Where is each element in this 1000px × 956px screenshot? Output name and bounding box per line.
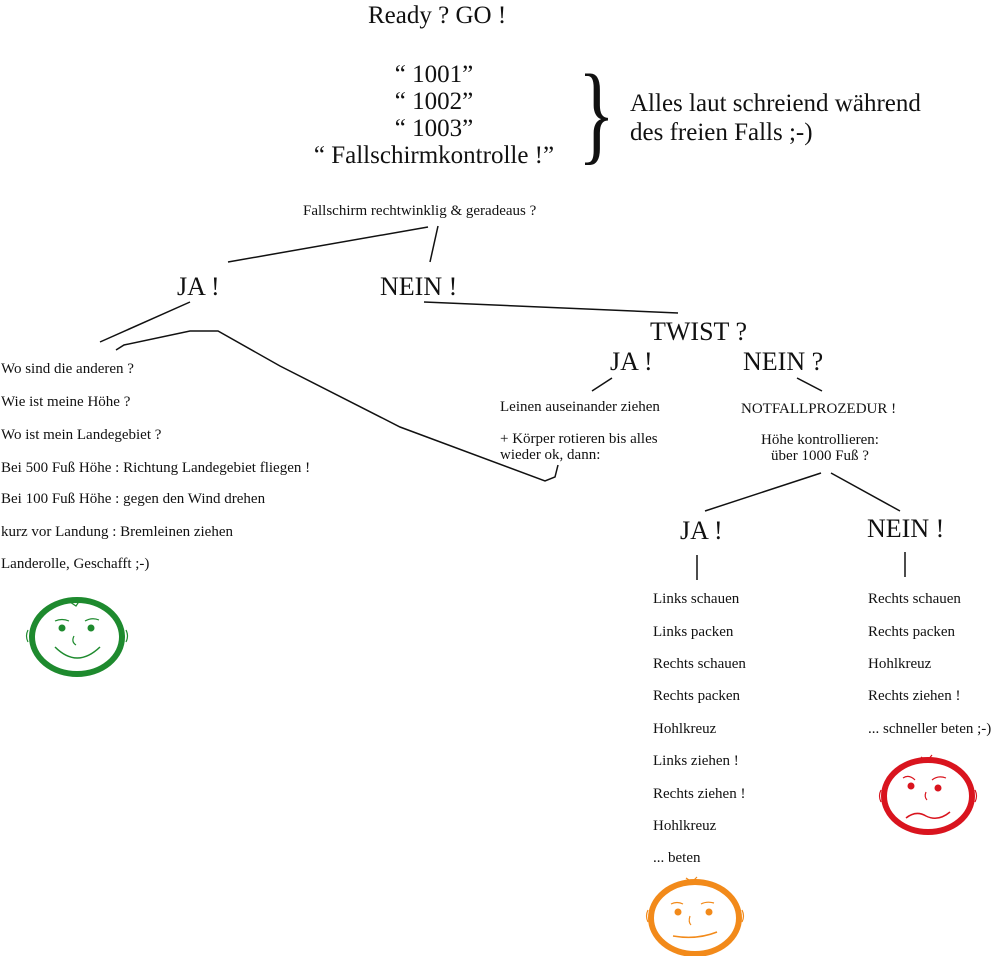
list-item: Wie ist meine Höhe ? — [1, 394, 131, 410]
list-item: Landerolle, Geschafft ;-) — [1, 556, 150, 572]
list-item: ... schneller beten ;-) — [868, 721, 992, 737]
altitude-yes-label: JA ! — [680, 516, 723, 545]
list-item: Bei 500 Fuß Höhe : Richtung Landegebiet … — [1, 460, 311, 476]
twist-yes-rotate-line-2: wieder ok, dann: — [500, 447, 601, 463]
list-item: Links ziehen ! — [653, 753, 739, 769]
emergency-procedure-title: NOTFALLPROZEDUR ! — [741, 401, 897, 417]
twist-no-label: NEIN ? — [743, 347, 824, 376]
page-title: Ready ? GO ! — [368, 2, 507, 29]
worried-face-icon — [878, 754, 978, 835]
altitude-no-label: NEIN ! — [867, 514, 945, 543]
list-item: Rechts ziehen ! — [653, 786, 746, 802]
freefall-note-line-2: des freien Falls ;-) — [630, 119, 813, 146]
list-item: Rechts schauen — [868, 591, 961, 607]
connector-root-to-yes — [227, 226, 429, 263]
connector-yes-to-steps — [99, 301, 191, 343]
root-no-label: NEIN ! — [380, 272, 458, 301]
list-item: Wo ist mein Landegebiet ? — [1, 427, 162, 443]
nervous-face-icon — [645, 876, 745, 956]
list-item: Rechts packen — [653, 688, 741, 704]
brace-icon: } — [578, 52, 615, 174]
countdown-1001: “ 1001” — [394, 61, 474, 88]
list-item: Hohlkreuz — [653, 818, 717, 834]
list-item: Rechts ziehen ! — [868, 688, 961, 704]
twist-yes-rotate-line-1: + Körper rotieren bis alles — [500, 431, 658, 447]
list-item: Links schauen — [653, 591, 740, 607]
list-item: Wo sind die anderen ? — [1, 361, 134, 377]
connector-twist-return — [115, 330, 559, 482]
list-item: Rechts schauen — [653, 656, 746, 672]
list-item: Links packen — [653, 624, 734, 640]
countdown-1002: “ 1002” — [394, 88, 474, 115]
connector-alt-no — [830, 472, 901, 512]
twist-yes-label: JA ! — [610, 347, 653, 376]
list-item: ... beten — [653, 850, 701, 866]
connector-twist-no — [796, 377, 823, 392]
list-item: kurz vor Landung : Bremleinen ziehen — [1, 524, 234, 540]
list-item: Rechts packen — [868, 624, 956, 640]
list-item: Hohlkreuz — [653, 721, 717, 737]
list-item: Bei 100 Fuß Höhe : gegen den Wind drehen — [1, 491, 266, 507]
twist-yes-action: Leinen auseinander ziehen — [500, 399, 660, 415]
countdown-parachute-check: “ Fallschirmkontrolle !” — [313, 142, 555, 169]
list-item: Hohlkreuz — [868, 656, 932, 672]
connector-twist-yes — [591, 377, 613, 392]
freefall-note-line-1: Alles laut schreiend während — [630, 90, 921, 117]
connector-root-to-no — [429, 225, 439, 263]
root-question: Fallschirm rechtwinklig & geradeaus ? — [303, 203, 537, 219]
twist-question: TWIST ? — [650, 317, 747, 346]
countdown-1003: “ 1003” — [394, 115, 474, 142]
altitude-check-line-2: über 1000 Fuß ? — [771, 448, 869, 464]
happy-face-icon — [25, 597, 129, 677]
connector-no-to-twist — [423, 301, 679, 314]
root-yes-label: JA ! — [177, 272, 220, 301]
altitude-check-line-1: Höhe kontrollieren: — [761, 432, 879, 448]
connector-alt-yes — [704, 472, 822, 512]
